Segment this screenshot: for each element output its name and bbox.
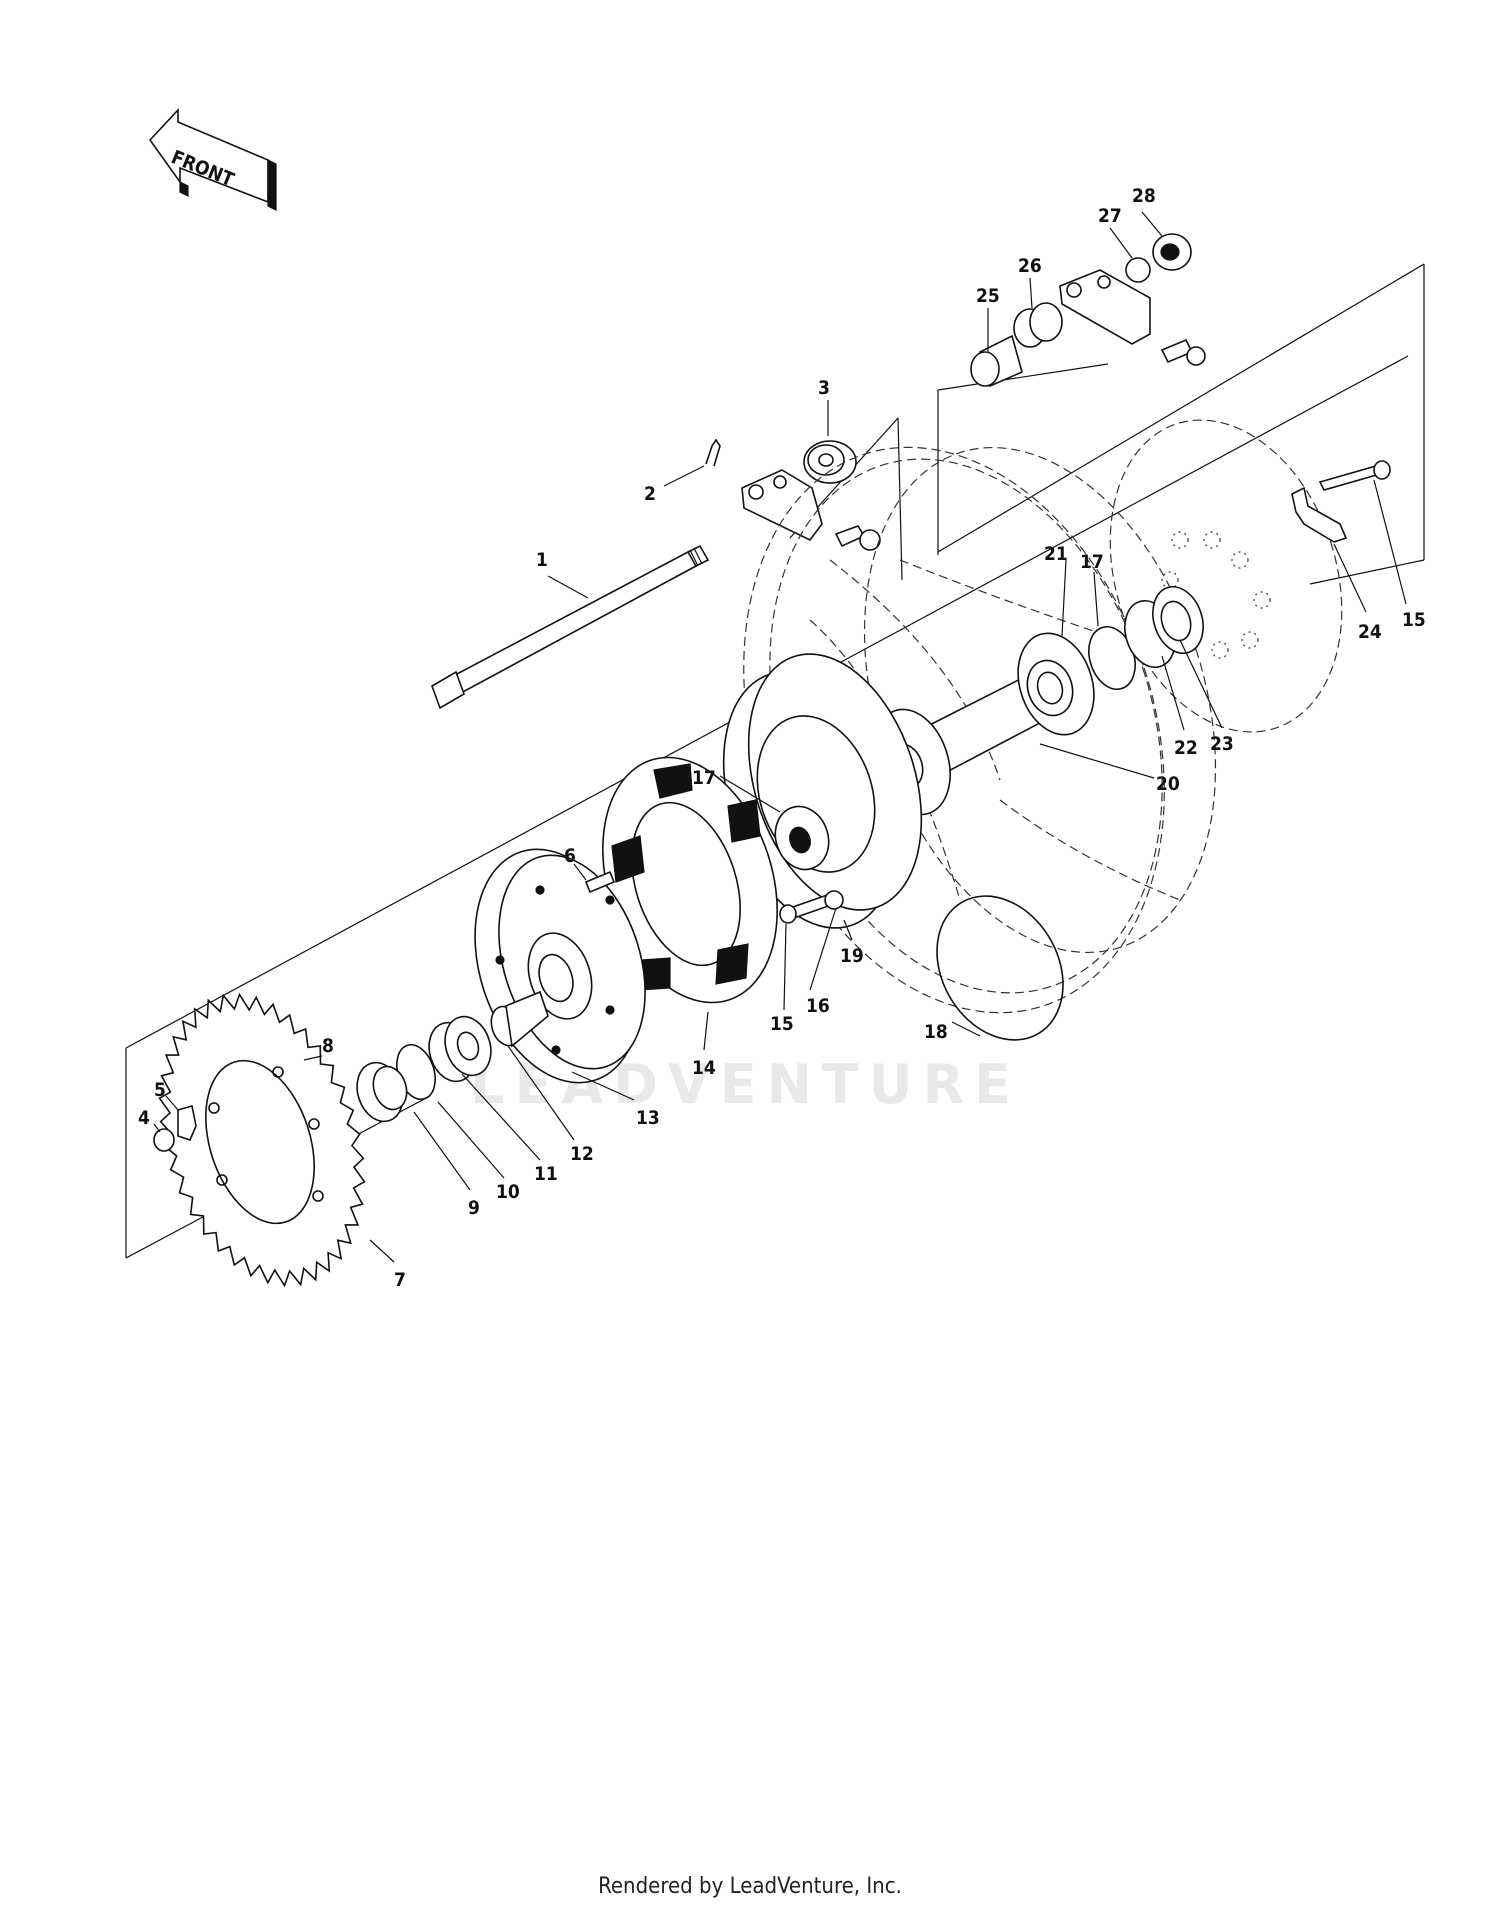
leader-lines (153, 211, 1407, 1263)
chain-adjuster-left (741, 469, 881, 551)
callout-18: 18 (924, 1021, 948, 1043)
callout-11: 11 (534, 1163, 558, 1185)
callout-20: 20 (1156, 773, 1180, 795)
callout-7: 7 (394, 1269, 406, 1291)
footer-credit: Rendered by LeadVenture, Inc. (598, 1874, 902, 1899)
front-arrow-icon: FRONT (148, 107, 277, 211)
cotter-pin (705, 438, 721, 467)
drum-nut (824, 890, 844, 910)
chain-adjuster-right (1059, 269, 1206, 366)
callout-26: 26 (1018, 255, 1042, 277)
brake-disc (1109, 419, 1343, 733)
callout-2: 2 (644, 483, 656, 505)
callout-15-drum: 15 (770, 1013, 794, 1035)
callout-15-right: 15 (1402, 609, 1426, 631)
callout-4: 4 (138, 1107, 150, 1129)
callout-17-right: 17 (1080, 551, 1104, 573)
callout-6: 6 (564, 845, 576, 867)
ball-bearing (428, 1015, 492, 1083)
callout-5: 5 (154, 1079, 166, 1101)
oil-seal-23 (1152, 586, 1204, 654)
coupling-stud (584, 870, 616, 894)
damper-rubber (602, 756, 778, 1004)
callout-16: 16 (806, 995, 830, 1017)
callout-28: 28 (1132, 185, 1156, 207)
oil-seal (356, 1061, 408, 1123)
callout-8: 8 (322, 1035, 334, 1057)
callouts: 1 2 3 4 5 6 7 8 9 10 11 12 13 14 15 15 1… (138, 185, 1426, 1291)
washer-27 (1125, 257, 1151, 283)
callout-12: 12 (570, 1143, 594, 1165)
callout-1: 1 (536, 549, 548, 571)
callout-14: 14 (692, 1057, 716, 1079)
callout-10: 10 (496, 1181, 520, 1203)
callout-24: 24 (1358, 621, 1382, 643)
callout-17-left: 17 (692, 767, 716, 789)
callout-27: 27 (1098, 205, 1122, 227)
callout-23: 23 (1210, 733, 1234, 755)
axle (431, 544, 710, 710)
rear-sprocket (158, 992, 366, 1288)
callout-25: 25 (976, 285, 1000, 307)
coupling-collar (490, 990, 549, 1048)
sprocket-nut (153, 1128, 175, 1152)
callout-21: 21 (1044, 543, 1068, 565)
callout-22: 22 (1174, 737, 1198, 759)
callout-19: 19 (840, 945, 864, 967)
callout-9: 9 (468, 1197, 480, 1219)
lock-plate-24 (1291, 486, 1348, 543)
callout-13: 13 (636, 1107, 660, 1129)
front-arrow-label: FRONT (168, 146, 237, 191)
callout-3: 3 (818, 377, 830, 399)
collar-26 (1013, 302, 1063, 348)
spacer-25 (970, 334, 1023, 388)
nut-28 (1152, 233, 1192, 271)
lock-plate-5 (177, 1104, 197, 1141)
disc-bolt-right (1318, 460, 1391, 491)
o-ring (936, 895, 1064, 1041)
collar (803, 440, 857, 484)
